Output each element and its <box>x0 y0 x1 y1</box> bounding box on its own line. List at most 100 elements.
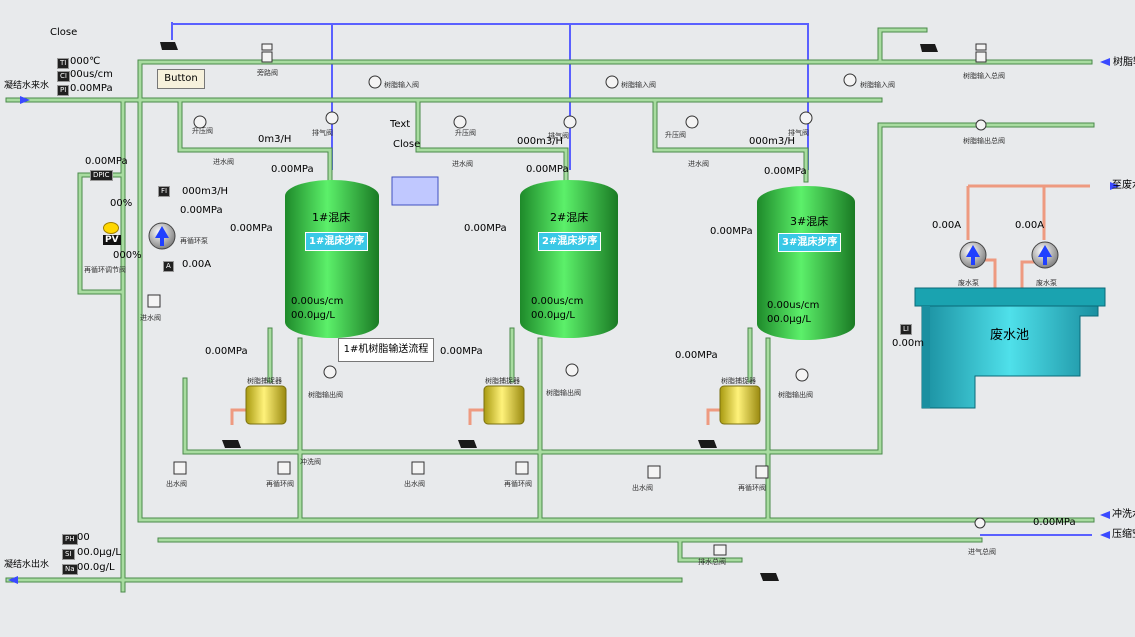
outlet-na: 00.0g/L <box>77 562 115 573</box>
bed-3-pres: 0.00MPa <box>764 166 807 177</box>
outlet-valve-1-icon <box>173 461 187 475</box>
boost-valve-3-icon <box>685 115 699 129</box>
waste-pump-2-current: 0.00A <box>1015 220 1045 231</box>
outlet-valve-2-label: 出水阀 <box>404 480 425 488</box>
resin-out-valve-2-label: 树脂输出阀 <box>546 389 581 397</box>
bed-1-flow: 0m3/H <box>258 134 292 145</box>
pv-indicator[interactable]: PV <box>103 235 121 245</box>
bed-3-step-button[interactable]: 3#混床步序 <box>778 233 842 252</box>
boost-valve-3-label: 升压阀 <box>665 131 686 139</box>
vent-valve-2-label: 排气阀 <box>548 132 569 140</box>
valve-icons[interactable] <box>147 43 987 556</box>
vent-valve-2-icon <box>563 115 577 129</box>
resin-in-valve-2-label: 树脂输入阀 <box>621 81 656 89</box>
waste-pump-2-icon[interactable] <box>1031 241 1059 269</box>
drain-valve-label: 排水总阀 <box>698 558 726 566</box>
bed-2-trap-pres: 0.00MPa <box>440 346 483 357</box>
waste-pump-1-label: 废水泵 <box>958 279 979 287</box>
flow-tag: FI <box>158 186 171 197</box>
inlet-valve-2-label: 进水阀 <box>452 160 473 168</box>
resin-in-valve-3-label: 树脂输入阀 <box>860 81 895 89</box>
bed-2-cond: 0.00us/cm <box>531 296 584 307</box>
waste-pump-1-current: 0.00A <box>932 220 962 231</box>
drain-valve-icon <box>713 544 727 556</box>
close-button-top[interactable]: Close <box>50 27 78 38</box>
recirc-valve-1-label: 再循环阀 <box>266 480 294 488</box>
bypass-valve-icon <box>261 43 273 63</box>
close-button-mid[interactable]: Close <box>393 139 421 150</box>
resin-in-main-label: 树脂输入总阀 <box>963 72 1005 80</box>
resin-in-main-valve-icon <box>975 43 987 63</box>
resin-out-valve-1-label: 树脂输出阀 <box>308 391 343 399</box>
drain-hand-icons <box>160 42 938 581</box>
bed-1-pres: 0.00MPa <box>271 164 314 175</box>
generic-button[interactable]: Button <box>157 69 205 89</box>
recirc-pres: 0.00MPa <box>85 156 128 167</box>
recirc-pct-top: 00% <box>110 198 133 209</box>
bed-3-trap-label: 树脂捕捉器 <box>721 377 756 385</box>
bed-1-trap-pres: 0.00MPa <box>205 346 248 357</box>
bed-3-dp: 0.00MPa <box>710 226 753 237</box>
bed-1-cond: 0.00us/cm <box>291 296 344 307</box>
outlet-valve-3-label: 出水阀 <box>632 484 653 492</box>
inlet-valve-3-label: 进水阀 <box>688 160 709 168</box>
waste-pump-2-label: 废水泵 <box>1036 279 1057 287</box>
waste-pool <box>914 287 1106 409</box>
waste-pool-label: 废水池 <box>990 328 1030 343</box>
recirc-valve-2-icon <box>515 461 529 475</box>
recirc-flow: 000m3/H <box>182 186 229 197</box>
pres-tag: PI <box>57 85 70 96</box>
outlet-si: 00.0μg/L <box>77 547 121 558</box>
bed-2-step-button[interactable]: 2#混床步序 <box>538 232 602 251</box>
vent-valve-1-label: 排气阀 <box>312 129 333 137</box>
bed-3-cond: 0.00us/cm <box>767 300 820 311</box>
pipes <box>6 28 1094 592</box>
vent-valve-3-icon <box>799 111 813 125</box>
cond-tag: CI <box>57 71 70 82</box>
recirc-current: 0.00A <box>182 259 212 270</box>
bed-2-pres: 0.00MPa <box>526 164 569 175</box>
resin-transfer-flow-button[interactable]: 1#机树脂输送流程 <box>338 338 434 362</box>
vent-valve-3-label: 排气阀 <box>788 129 809 137</box>
resin-out-main-valve-icon <box>975 119 987 131</box>
waste-pump-1-icon[interactable] <box>959 241 987 269</box>
bed-1-vessel[interactable] <box>285 180 379 338</box>
air-valve-icon <box>974 517 986 529</box>
waste-lines <box>230 184 1090 425</box>
si-tag: SI <box>62 549 75 560</box>
trap-2 <box>483 385 525 425</box>
blank-panel <box>391 176 439 206</box>
bypass-valve-label: 旁路阀 <box>257 69 278 77</box>
bed-3-trap-pres: 0.00MPa <box>675 350 718 361</box>
recirc-pump-pres: 0.00MPa <box>180 205 223 216</box>
resin-out-valve-3-label: 树脂输出阀 <box>778 391 813 399</box>
bed-3-vessel[interactable] <box>757 186 855 340</box>
waste-level: 0.00m <box>892 338 925 349</box>
inlet-valve-1-label: 进水阀 <box>213 158 234 166</box>
bed-2-vessel[interactable] <box>520 180 618 338</box>
recirc-pump-icon[interactable] <box>148 222 176 250</box>
resin-in-valve-1-icon <box>368 75 382 89</box>
recirc-pump-label: 再循环泵 <box>180 237 208 245</box>
main-inlet-valve-label: 进水阀 <box>140 314 161 322</box>
recirc-valve-3-icon <box>755 465 769 479</box>
recirc-valve-label: 再循环调节阀 <box>84 266 126 274</box>
recirc-valve-2-label: 再循环阀 <box>504 480 532 488</box>
outlet-valve-3-icon <box>647 465 661 479</box>
bed-2-si: 00.0μg/L <box>531 310 575 321</box>
resin-line-label: 树脂输送 <box>1113 57 1135 68</box>
waste-out-label: 至废水 <box>1112 180 1135 191</box>
outlet-ph: 00 <box>77 532 90 543</box>
recirc-valve-1-icon <box>277 461 291 475</box>
trap-3 <box>719 385 761 425</box>
resin-out-valve-2-icon <box>565 363 579 377</box>
bed-2-flow: 000m3/H <box>517 136 564 147</box>
text-label: Text <box>390 119 411 130</box>
bed-1-name: 1#混床 <box>312 211 351 224</box>
ph-tag: PH <box>62 534 78 545</box>
flush-line-label: 冲洗水 <box>1112 509 1135 520</box>
flow-arrows <box>8 58 1120 584</box>
bed-1-step-button[interactable]: 1#混床步序 <box>305 232 369 251</box>
resin-out-main-label: 树脂输出总阀 <box>963 137 1005 145</box>
